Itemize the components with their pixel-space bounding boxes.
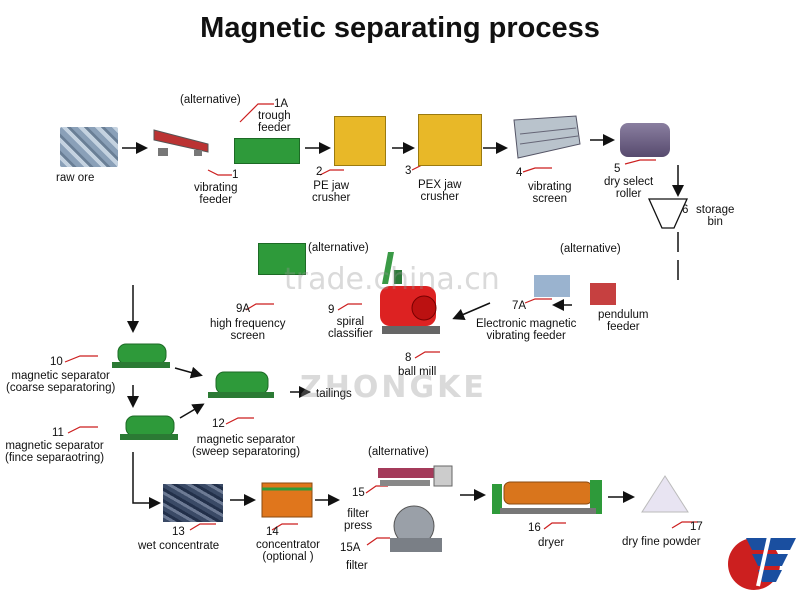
pex-jaw-crusher-image [418,114,482,166]
dry-fine-powder-image [640,474,690,514]
step-12-number: 12 [212,418,225,430]
step-13-label: wet concentrate [138,540,220,552]
step-11-number: 11 [52,427,64,439]
spiral-classifier-image [380,250,404,286]
dryer-image [490,476,606,520]
concentrator-image [258,477,316,521]
step-12-label: magnetic separator (sweep separatoring) [192,434,301,458]
step-9-label: spiral classifier [328,316,373,340]
step-8-number: 8 [405,352,412,364]
step-15-label: filter press [344,508,373,532]
magnetic-separator-coarse-image [110,336,172,370]
step-14-label: concentrator (optional ) [256,539,320,563]
vibrating-feeder-image [152,128,212,156]
step-1a-number: 1A [274,98,289,110]
storage-bin-image [647,198,689,230]
step-9a-number: 9A [236,303,251,315]
company-logo [722,528,798,590]
wet-concentrate-image [163,484,223,522]
alternative-label-1a: (alternative) [180,94,241,106]
alternative-label-15: (alternative) [368,446,429,458]
vibrating-screen-image [512,114,582,164]
step-15a-label: filter [346,560,368,572]
raw-ore-label: raw ore [56,172,95,184]
step-5-label: dry select roller [604,176,654,200]
step-1-number: 1 [232,169,239,181]
pendulum-feeder-image [590,283,616,305]
dry-select-roller-image [620,123,670,157]
step-17-label: dry fine powder [622,536,701,548]
step-8-label: ball mill [398,366,437,378]
raw-ore-image [60,127,118,167]
step-15-number: 15 [352,487,365,499]
watermark-brand: ZHONGKE [300,370,487,405]
step-10-label: magnetic separator (coarse separatoring) [6,370,116,394]
step-15a-number: 15A [340,542,361,554]
step-16-number: 16 [528,522,541,534]
step-2-number: 2 [316,166,323,178]
high-frequency-screen-image [258,243,306,275]
alternative-label-9: (alternative) [308,242,369,254]
step-9a-label: high frequency screen [210,318,286,342]
alternative-label-7: (alternative) [560,243,621,255]
step-13-number: 13 [172,526,185,538]
pe-jaw-crusher-image [334,116,386,166]
magnetic-separator-fine-image [118,408,180,442]
step-4-label: vibrating screen [528,181,572,205]
step-17-number: 17 [690,521,703,533]
step-10-number: 10 [50,356,63,368]
ball-mill-image [376,278,446,338]
step-2-label: PE jaw crusher [312,180,351,204]
step-7a-number: 7A [512,300,527,312]
step-7a-label: Electronic magnetic vibrating feeder [476,318,577,342]
magnetic-separator-sweep-image [206,364,276,402]
filter-press-image [376,462,456,490]
step-11-label: magnetic separator (fince separaotring) [5,440,105,464]
step-6-label: storage bin [696,204,735,228]
step-6-number: 6 [682,204,689,216]
trough-feeder-image [234,138,300,164]
step-7-label: pendulum feeder [598,309,649,333]
page-title: Magnetic separating process [200,12,600,44]
step-9-number: 9 [328,304,335,316]
step-3-number: 3 [405,165,412,177]
tailings-label: tailings [316,388,352,400]
step-1a-label: trough feeder [258,110,291,134]
electronic-feeder-image [534,275,570,297]
watermark-site: trade.china.cn [284,262,500,297]
step-16-label: dryer [538,537,565,549]
step-3-label: PEX jaw crusher [418,179,462,203]
step-4-number: 4 [516,167,523,179]
filter-image [384,500,446,554]
step-5-number: 5 [614,163,621,175]
step-14-number: 14 [266,526,279,538]
step-1-label: vibrating feeder [194,182,238,206]
